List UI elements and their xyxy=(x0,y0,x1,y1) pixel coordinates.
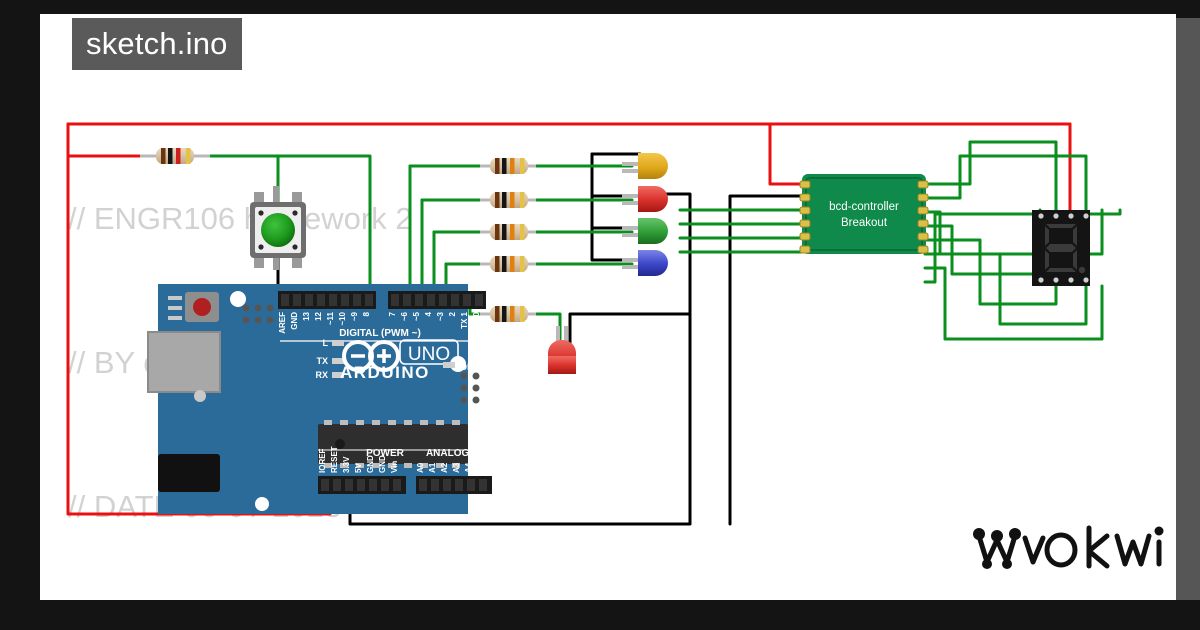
resistor-3 xyxy=(480,224,536,240)
leds[interactable] xyxy=(548,153,668,374)
segments xyxy=(1045,224,1086,274)
digital-header-right xyxy=(388,291,486,309)
bcd-right-pads xyxy=(917,180,929,254)
resistor-2 xyxy=(480,192,536,208)
pin-label: 4 xyxy=(424,311,433,316)
board-brand: ARDUINO xyxy=(340,363,430,382)
pin-label: 5V xyxy=(354,463,363,473)
power-jack xyxy=(158,454,220,492)
bcd-left-pads xyxy=(799,180,811,254)
pin-label: ~11 xyxy=(326,311,335,325)
svg-text:L: L xyxy=(323,338,329,348)
resistor-pullup xyxy=(140,148,210,164)
pin-label: ~10 xyxy=(338,311,347,325)
power-header-label: POWER xyxy=(366,448,405,459)
resistor-5 xyxy=(480,306,536,322)
resistor-1 xyxy=(480,158,536,174)
pin-label: 3.3V xyxy=(342,456,351,473)
arduino-uno-board[interactable]: AREF GND 13 12 ~11 ~10 ~9 8 7 ~6 ~5 4 ~3… xyxy=(147,284,492,514)
pin-label: RX 0 xyxy=(472,311,481,329)
pin-label: GND xyxy=(366,455,375,473)
diagram-canvas[interactable]: // ENGR106 homework 2 // BY osc // DATE … xyxy=(40,14,1176,600)
pin-label: AREF xyxy=(278,312,287,334)
pin-label: ~5 xyxy=(412,311,421,321)
bcd-label-line2: Breakout xyxy=(841,217,888,229)
board-model: UNO xyxy=(408,344,450,365)
pin-label: TX 1 xyxy=(460,311,469,328)
power-indicator-label: ON xyxy=(460,362,474,372)
resistors[interactable] xyxy=(140,148,536,322)
file-tab-sketch[interactable]: sketch.ino xyxy=(72,18,242,70)
pin-label: 2 xyxy=(448,311,457,316)
pin-label: Vin xyxy=(390,461,399,473)
wires xyxy=(66,122,1122,526)
status-leds: L TX RX xyxy=(315,338,344,380)
icsp2-header xyxy=(460,372,480,404)
pin-label: 8 xyxy=(362,311,371,316)
pin-label: ~9 xyxy=(350,311,359,321)
pushbutton[interactable] xyxy=(250,186,306,270)
pin-label: RESET xyxy=(330,446,339,473)
led-yellow xyxy=(622,153,668,179)
svg-text:RX: RX xyxy=(315,370,328,380)
mcu-chip xyxy=(318,420,468,468)
circuit-diagram[interactable]: AREF GND 13 12 ~11 ~10 ~9 8 7 ~6 ~5 4 ~3… xyxy=(40,14,1176,600)
led-red xyxy=(622,186,668,212)
pin-label: 7 xyxy=(388,311,397,316)
seven-segment-display[interactable] xyxy=(1032,210,1090,286)
wire-signal xyxy=(178,140,1122,341)
bcd-controller-breakout[interactable]: bcd-controller Breakout xyxy=(799,174,929,254)
usb-connector xyxy=(147,331,221,393)
wokwi-logo xyxy=(973,525,1164,569)
pin-label: A3 xyxy=(452,462,461,473)
pin-label: ~3 xyxy=(436,311,445,321)
led-red-2 xyxy=(548,326,576,374)
icsp-header xyxy=(242,304,274,324)
pin-label: GND xyxy=(290,312,299,330)
pin-label: A0 xyxy=(416,462,425,473)
pin-label: 12 xyxy=(314,311,323,320)
pushbutton-cap xyxy=(261,213,295,247)
pin-label: 13 xyxy=(302,311,311,320)
analog-header-label: ANALOG IN xyxy=(426,448,482,459)
arduino-logo xyxy=(342,340,400,372)
pin-label: IOREF xyxy=(318,448,327,473)
pin-label: ~6 xyxy=(400,311,409,321)
pin-label: A5 xyxy=(476,462,485,473)
pin-label: A2 xyxy=(440,462,449,473)
svg-text:TX: TX xyxy=(316,356,328,366)
digital-header-left xyxy=(278,291,376,309)
led-blue xyxy=(622,250,668,276)
led-green xyxy=(622,218,668,244)
pin-label: A1 xyxy=(428,462,437,473)
digital-header-label: DIGITAL (PWM ~) xyxy=(339,328,421,339)
resistor-4 xyxy=(480,256,536,272)
bcd-label-line1: bcd-controller xyxy=(829,201,899,213)
pin-label: GND xyxy=(378,455,387,473)
pin-label: A4 xyxy=(464,462,473,473)
